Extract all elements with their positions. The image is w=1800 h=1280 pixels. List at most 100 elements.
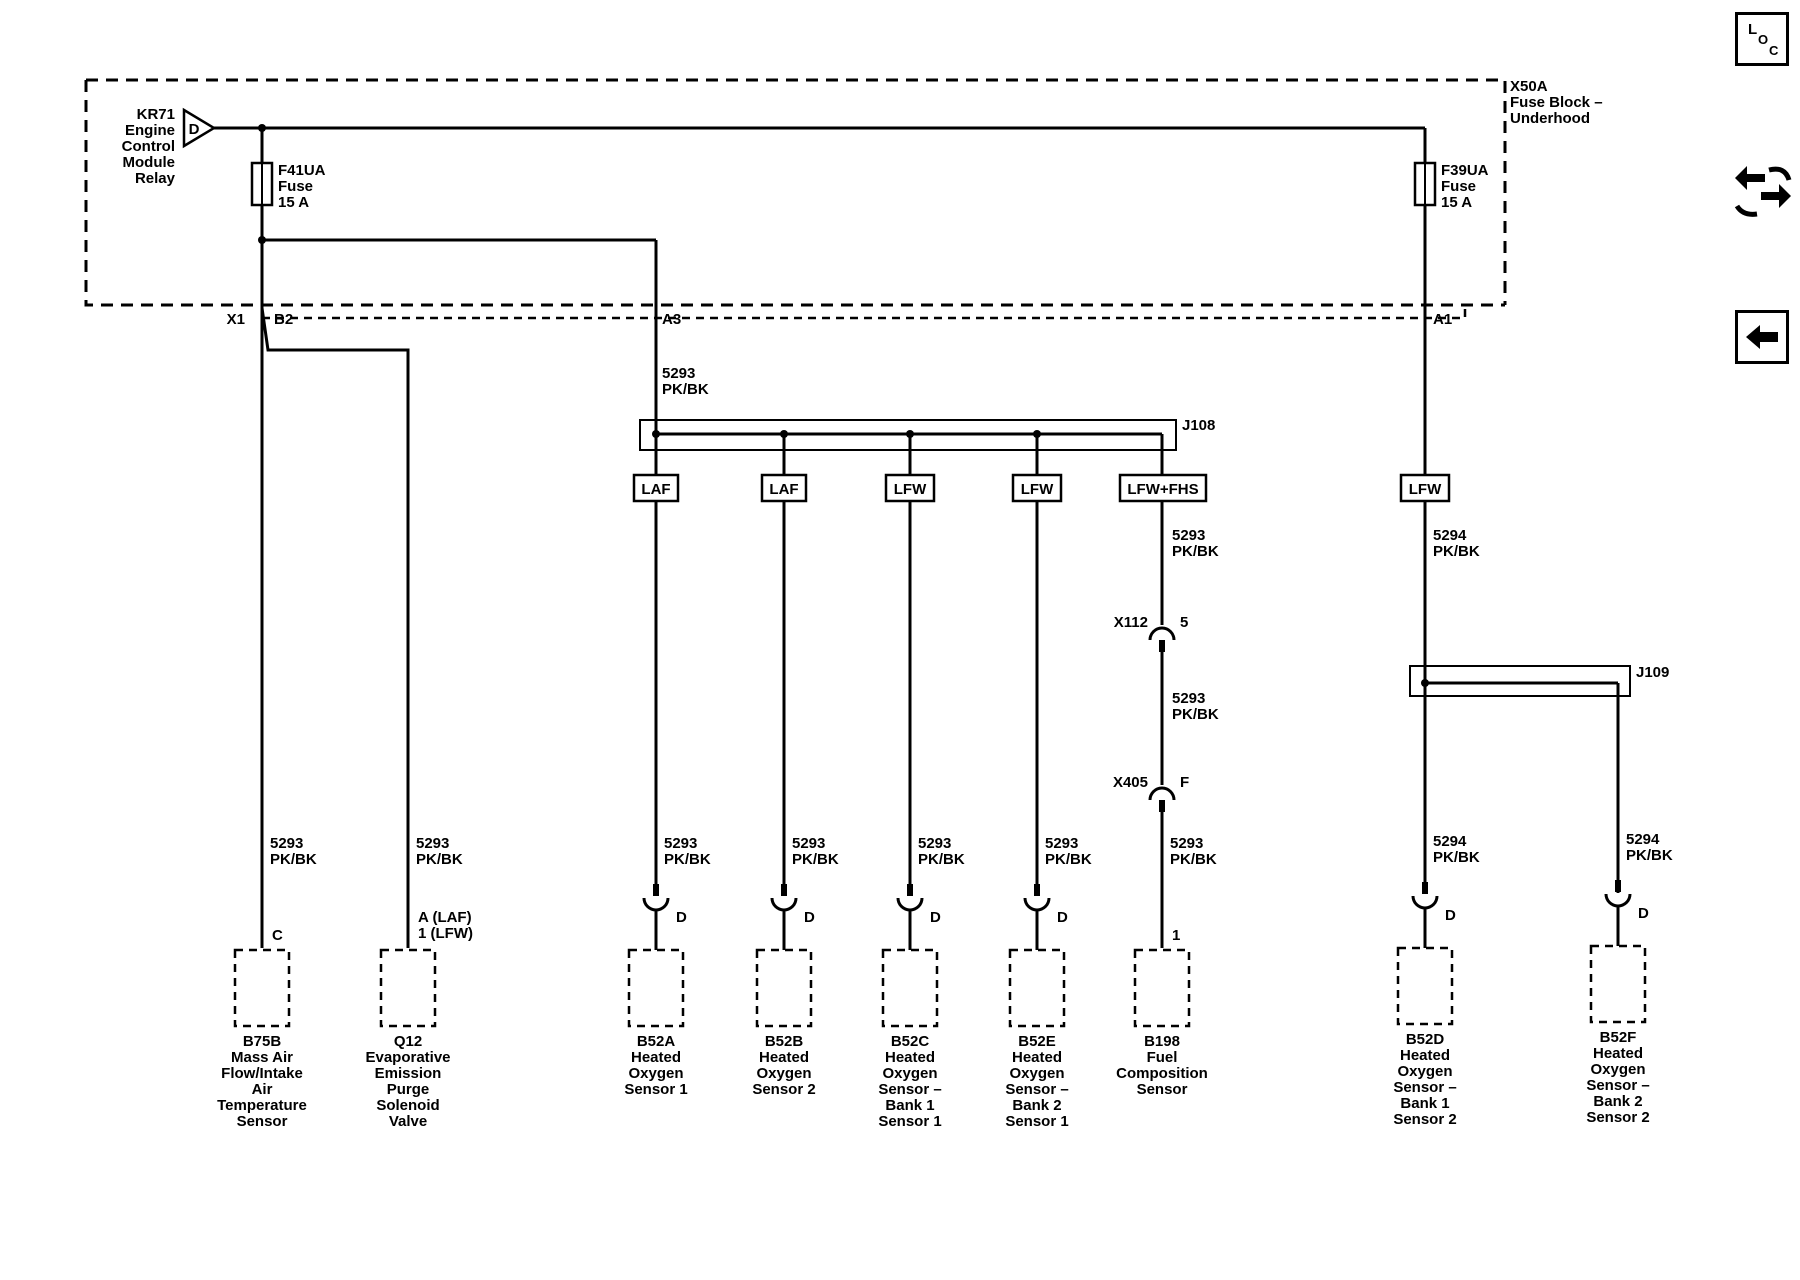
wire-color-label: PK/BK	[1433, 849, 1480, 866]
component-name-line: Oxygen	[628, 1065, 683, 1082]
wire-circuit-label: 5294	[1433, 833, 1467, 850]
wire-circuit-label: 5293	[792, 835, 825, 852]
component-id: Q12	[394, 1033, 422, 1050]
component-name-line: Valve	[389, 1113, 427, 1130]
splice-j109: 5294 PK/BK J109	[1409, 305, 1669, 893]
wire-color-label: PK/BK	[1170, 851, 1217, 868]
svg-text:5293: 5293	[1172, 527, 1205, 544]
loc-button[interactable]: L O C	[1735, 12, 1789, 66]
component-id: B52B	[765, 1033, 804, 1050]
svg-text:5294: 5294	[1433, 527, 1467, 544]
svg-text:F: F	[1180, 774, 1189, 791]
component-id: B52A	[637, 1033, 676, 1050]
component-name-line: Bank 1	[1400, 1095, 1449, 1112]
pin-label: D	[804, 909, 815, 926]
component-name-line: Sensor –	[1005, 1081, 1068, 1098]
component-name-line: Bank 1	[885, 1097, 934, 1114]
svg-text:PK/BK: PK/BK	[1172, 543, 1219, 560]
fuse-block-label-2: Underhood	[1510, 110, 1590, 127]
component-box	[627, 948, 685, 1028]
option-laf-1: LAF	[641, 481, 670, 498]
component-name-line: Mass Air	[231, 1049, 293, 1066]
svg-text:15 A: 15 A	[278, 194, 309, 211]
component-name-line: Fuel	[1147, 1049, 1178, 1066]
terminal-symbol	[1411, 895, 1439, 910]
wire-color-label: PK/BK	[1626, 847, 1673, 864]
option-laf-2: LAF	[769, 481, 798, 498]
wire-circuit-label: 5293	[664, 835, 697, 852]
svg-text:PK/BK: PK/BK	[1172, 706, 1219, 723]
pin-label: A (LAF)	[418, 909, 472, 926]
relay-label-5: Relay	[135, 170, 176, 187]
wire-circuit-label: 5293	[270, 835, 303, 852]
wire-circuit-label: 5293	[918, 835, 951, 852]
fuse-block-id: X50A	[1510, 78, 1548, 95]
component-name-line: Composition	[1116, 1065, 1208, 1082]
component-name-line: Solenoid	[376, 1097, 439, 1114]
component-box	[1008, 948, 1066, 1028]
svg-text:F39UA: F39UA	[1441, 162, 1489, 179]
option-lfw-2: LFW	[1021, 481, 1054, 498]
pin-a3: A3	[662, 311, 681, 328]
component-id: B52E	[1018, 1033, 1056, 1050]
svg-text:5293: 5293	[1172, 690, 1205, 707]
svg-text:PK/BK: PK/BK	[1433, 543, 1480, 560]
wire-color-label: PK/BK	[270, 851, 317, 868]
pin-a1: A1	[1433, 311, 1452, 328]
component-id: B52D	[1406, 1031, 1445, 1048]
component-id: B198	[1144, 1033, 1180, 1050]
fuse-block-x50a: X50A Fuse Block – Underhood	[84, 78, 1603, 307]
relay-label-3: Control	[122, 138, 175, 155]
pin-label: 1	[1172, 927, 1180, 944]
component-name-line: Heated	[885, 1049, 935, 1066]
relay-output-symbol	[182, 107, 217, 149]
svg-text:Fuse: Fuse	[1441, 178, 1476, 195]
component-name-line: Bank 2	[1012, 1097, 1061, 1114]
wire-color-label: PK/BK	[1045, 851, 1092, 868]
option-lfw-3: LFW	[1409, 481, 1442, 498]
relay-pin: D	[189, 121, 200, 138]
component-name-line: Emission	[375, 1065, 442, 1082]
option-lfw-fhs: LFW+FHS	[1127, 481, 1198, 498]
splice-j108: 5293 PK/BK J108	[639, 305, 1215, 478]
option-boxes: LAF LAF LFW LFW LFW+FHS LFW	[632, 473, 1451, 503]
wire-circuit-label: 5293	[1170, 835, 1203, 852]
component-name-line: Heated	[1400, 1047, 1450, 1064]
back-button[interactable]	[1735, 310, 1789, 364]
component-name-line: Heated	[631, 1049, 681, 1066]
component-box	[1396, 946, 1454, 1026]
component-name-line: Sensor –	[1393, 1079, 1456, 1096]
pin-label: D	[1638, 905, 1649, 922]
component-name-line: Heated	[759, 1049, 809, 1066]
left-arrow-icon	[1746, 325, 1778, 349]
pin-label: C	[272, 927, 283, 944]
component-name-line: Oxygen	[1397, 1063, 1452, 1080]
power-bus	[214, 124, 1427, 305]
svg-text:PK/BK: PK/BK	[662, 381, 709, 398]
pin-label: D	[1445, 907, 1456, 924]
wire-circuit-label: 5294	[1626, 831, 1660, 848]
component-name-line: Sensor	[1137, 1081, 1188, 1098]
component-name-line: Evaporative	[365, 1049, 450, 1066]
svg-text:Fuse: Fuse	[278, 178, 313, 195]
component-name-line: Sensor 2	[1393, 1111, 1456, 1128]
component-name-line: Flow/Intake	[221, 1065, 303, 1082]
component-box	[1133, 948, 1191, 1028]
svg-text:X405: X405	[1113, 774, 1148, 791]
terminal-symbol	[642, 897, 670, 912]
component-swap-button[interactable]	[1733, 160, 1793, 220]
wire-circuit-label: 5293	[416, 835, 449, 852]
component-name-line: Oxygen	[1009, 1065, 1064, 1082]
connector-x1: X1	[227, 311, 245, 328]
svg-text:C: C	[1769, 43, 1779, 58]
component-name-line: Sensor 1	[624, 1081, 687, 1098]
loc-icon: L O C	[1748, 21, 1779, 58]
fuse-f41ua: F41UA Fuse 15 A	[250, 161, 326, 211]
component-name-line: Sensor	[237, 1113, 288, 1130]
pin-label: D	[930, 909, 941, 926]
